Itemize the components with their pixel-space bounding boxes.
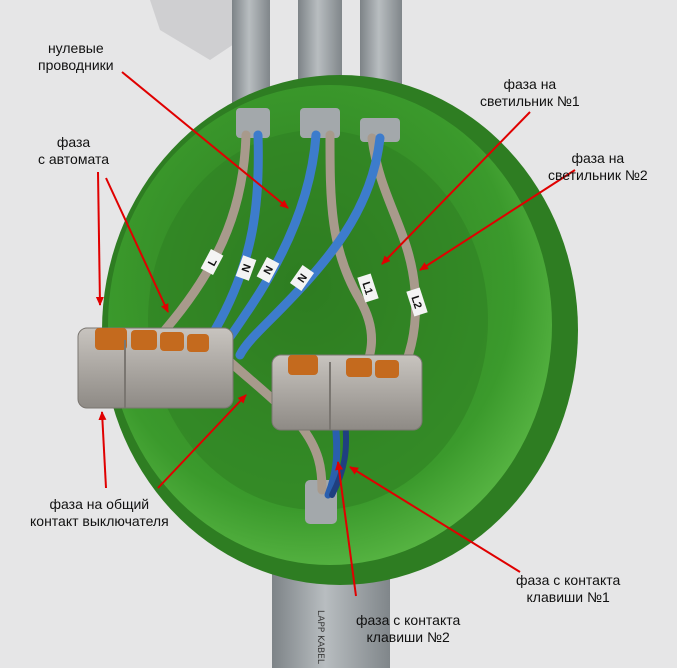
connector-left: [77, 327, 234, 409]
arrow-neutral: [121, 71, 289, 209]
wire-tags: L N N N L1 L2: [200, 249, 428, 317]
wall-shadow: [150, 0, 250, 60]
label-common-line1: фаза на общий: [49, 496, 150, 512]
arrow-phase-in-1: [95, 171, 104, 306]
tag-l1: L1: [359, 280, 374, 296]
label-key1: фаза с контакта клавиши №1: [516, 572, 620, 606]
label-phase-in-line2: с автомата: [38, 151, 109, 167]
connector-right: [271, 354, 423, 431]
annotation-arrows: [95, 71, 576, 597]
tag-l2: L2: [408, 294, 423, 310]
wire-phase-in: [160, 130, 251, 335]
arrow-lamp2: [419, 169, 576, 271]
label-lamp1-line2: светильник №1: [480, 93, 580, 109]
label-key2-line1: фаза с контакта: [356, 612, 461, 628]
label-lamp1-line1: фаза на: [503, 76, 557, 92]
arrow-key1: [349, 466, 521, 573]
label-key2-line2: клавиши №2: [366, 629, 450, 645]
label-lamp2: фаза на светильник №2: [548, 150, 648, 184]
label-key1-line1: фаза с контакта: [516, 572, 621, 588]
arrow-common-1: [98, 411, 107, 489]
cable-print: LAPP KABEL: [315, 610, 325, 664]
label-phase-in: фаза с автомата: [38, 134, 109, 168]
label-key1-line2: клавиши №1: [526, 589, 610, 605]
label-neutral-line1: нулевые: [47, 40, 104, 56]
arrow-phase-in-2: [105, 177, 169, 313]
label-lamp2-line1: фаза на: [571, 150, 625, 166]
label-lamp2-line2: светильник №2: [548, 167, 648, 183]
label-key2: фаза с контакта клавиши №2: [356, 612, 460, 646]
label-neutral-line2: проводники: [38, 57, 114, 73]
wire-neutral-3: [235, 133, 385, 360]
tag-n-1: N: [240, 263, 254, 275]
label-phase-in-line1: фаза: [56, 134, 91, 150]
label-common: фаза на общий контакт выключателя: [30, 496, 169, 530]
label-lamp1: фаза на светильник №1: [480, 76, 580, 110]
label-neutral: нулевые проводники: [38, 40, 114, 74]
wire-neutral-1: [210, 130, 263, 335]
arrow-common-2: [157, 394, 247, 489]
arrow-key2: [335, 461, 357, 597]
arrow-lamp1: [381, 111, 531, 265]
tag-l: L: [206, 256, 220, 268]
label-common-line2: контакт выключателя: [30, 513, 169, 529]
